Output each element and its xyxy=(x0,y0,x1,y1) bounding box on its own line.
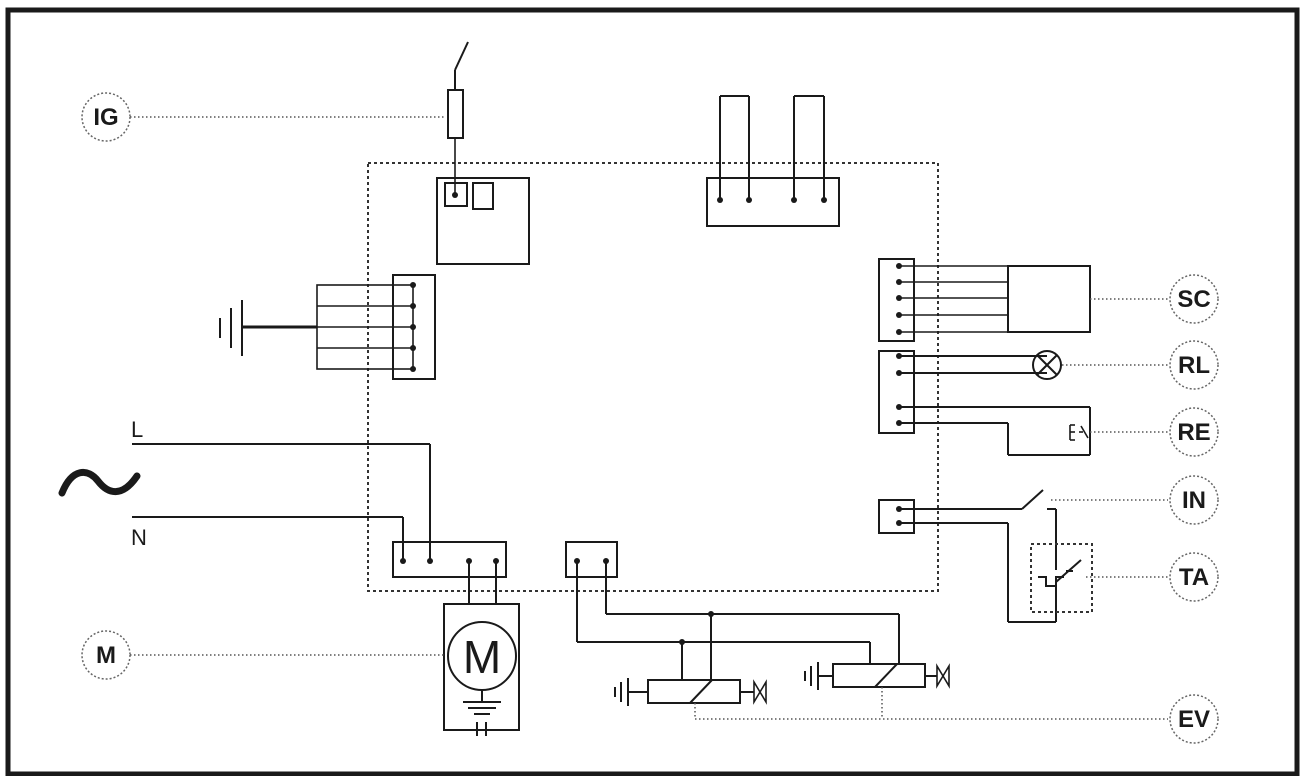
label-sc: SC xyxy=(1169,274,1219,324)
label-ig: IG xyxy=(81,92,131,142)
label-ta-text: TA xyxy=(1179,564,1209,591)
valve-2-ground-icon xyxy=(804,662,819,690)
main-switch-icon xyxy=(1021,489,1044,510)
label-leaders xyxy=(130,116,1168,720)
label-in: IN xyxy=(1169,475,1219,525)
top-connector xyxy=(706,95,840,227)
label-m-text: M xyxy=(96,642,116,669)
ignition-electrode xyxy=(447,41,469,196)
reset-button-icon xyxy=(1069,424,1089,441)
motor-symbol: M xyxy=(463,631,501,683)
sc-connector xyxy=(878,258,1091,342)
valve-2-icon xyxy=(936,663,950,689)
label-rl: RL xyxy=(1169,340,1219,390)
neutral-label: N xyxy=(131,525,147,550)
valve-1-icon xyxy=(753,679,767,705)
label-re: RE xyxy=(1169,407,1219,457)
ignition-transformer xyxy=(436,177,530,265)
signal-lamp-icon xyxy=(1032,350,1062,380)
label-sc-text: SC xyxy=(1177,286,1210,313)
label-re-text: RE xyxy=(1177,419,1210,446)
label-ta: TA xyxy=(1169,552,1219,602)
label-ev: EV xyxy=(1169,694,1219,744)
control-board-outline xyxy=(367,162,939,592)
room-thermostat-icon xyxy=(1030,543,1093,613)
label-rl-text: RL xyxy=(1178,352,1210,379)
alternating-current-icon xyxy=(58,468,141,497)
earth-connector xyxy=(242,274,436,380)
label-ig-text: IG xyxy=(93,104,118,131)
label-ev-text: EV xyxy=(1178,706,1210,733)
valve-1-ground-icon xyxy=(614,678,629,706)
rl-re-connector xyxy=(878,350,1091,456)
label-in-text: IN xyxy=(1182,487,1206,514)
valve-connector xyxy=(565,541,618,578)
diagram-frame xyxy=(5,7,1300,776)
live-label: L xyxy=(131,417,143,442)
label-m: M xyxy=(81,630,131,680)
in-ta-connector xyxy=(878,489,1082,623)
power-connector xyxy=(392,541,507,578)
valve-wiring xyxy=(576,561,900,680)
fan-motor xyxy=(443,561,520,736)
gas-valve-2 xyxy=(818,663,950,689)
gas-valve-1 xyxy=(628,679,767,705)
earth-ground-icon xyxy=(219,300,243,356)
